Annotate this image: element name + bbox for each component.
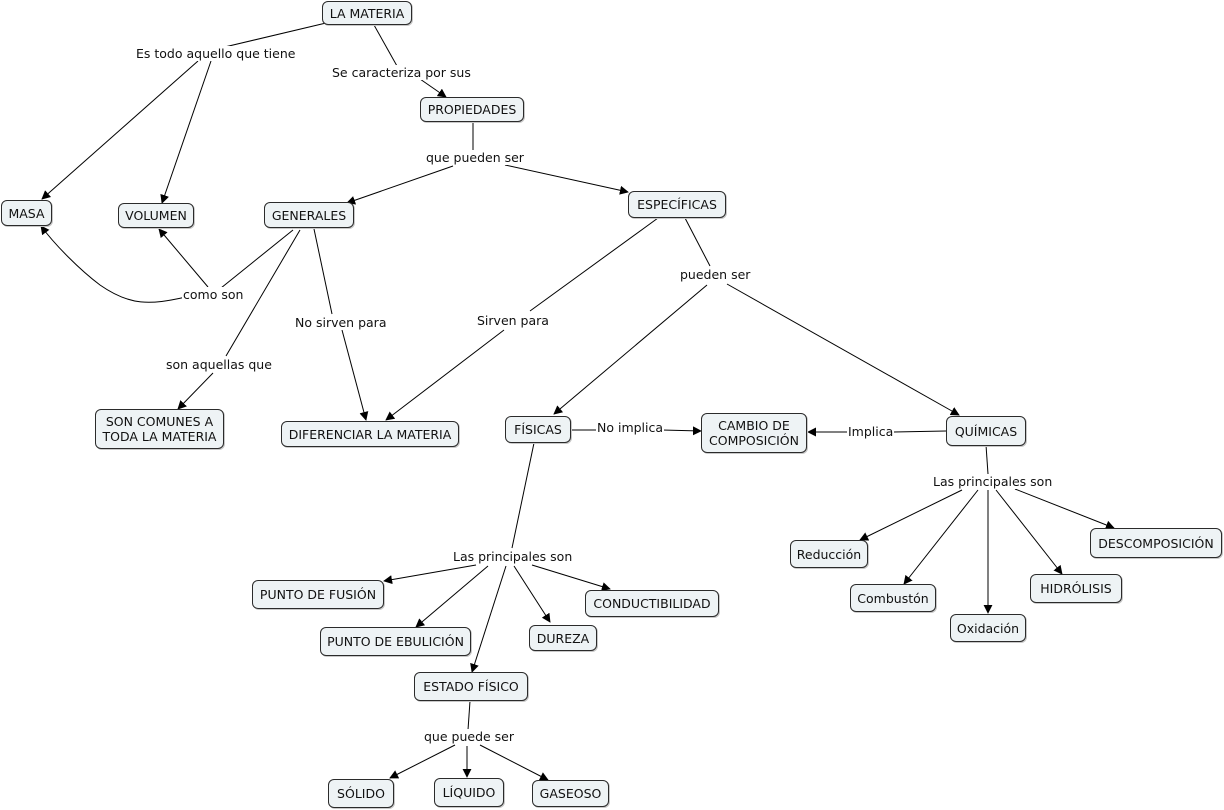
node-oxidacion[interactable]: Oxidación [950, 614, 1026, 642]
edge [313, 228, 333, 315]
edge [553, 284, 708, 415]
edge [995, 489, 1063, 575]
node-cambio-composicion[interactable]: CAMBIO DE COMPOSICIÓN [701, 413, 807, 453]
link-es-todo: Es todo aquello que tiene [135, 46, 297, 61]
link-pueden-ser: pueden ser [679, 267, 752, 282]
edge [220, 229, 294, 289]
node-hidrolisis[interactable]: HIDRÓLISIS [1030, 574, 1122, 603]
node-descomposicion[interactable]: DESCOMPOSICIÓN [1090, 528, 1222, 558]
node-propiedades[interactable]: PROPIEDADES [420, 97, 524, 122]
edge [158, 228, 209, 288]
edge [903, 489, 979, 585]
node-diferenciar[interactable]: DIFERENCIAR LA MATERIA [281, 421, 459, 447]
node-estado-fisico[interactable]: ESTADO FÍSICO [414, 672, 528, 701]
edge [531, 564, 611, 591]
node-fisicas[interactable]: FÍSICAS [505, 416, 571, 443]
edge [511, 442, 535, 549]
edge [385, 329, 505, 421]
edge [177, 372, 214, 410]
edge [479, 744, 549, 781]
node-son-comunes[interactable]: SON COMUNES A TODA LA MATERIA [95, 409, 224, 449]
edge [346, 165, 454, 205]
edge [383, 564, 477, 585]
edge [513, 565, 551, 623]
link-principales-quimicas: Las principales son [932, 474, 1054, 489]
edge [467, 700, 471, 731]
edge [893, 430, 947, 433]
link-sirven: Sirven para [476, 313, 550, 328]
node-reduccion[interactable]: Reducción [790, 540, 868, 568]
edge [529, 217, 659, 312]
edge [661, 426, 702, 436]
link-son-aquellas: son aquellas que [165, 357, 273, 372]
node-masa[interactable]: MASA [1, 200, 52, 226]
edge [211, 22, 327, 51]
node-especificas[interactable]: ESPECÍFICAS [628, 191, 726, 218]
edge [1014, 488, 1115, 530]
node-solido[interactable]: SÓLIDO [328, 779, 394, 808]
node-dureza[interactable]: DUREZA [529, 625, 597, 651]
edge [985, 444, 989, 475]
link-que-puede-ser: que puede ser [423, 729, 516, 744]
edge [389, 744, 456, 779]
node-combuston[interactable]: Combustón [850, 584, 936, 612]
edge [225, 229, 301, 357]
link-no-implica: No implica [596, 420, 665, 435]
link-principales-fisicas: Las principales son [452, 549, 574, 564]
node-la-materia[interactable]: LA MATERIA [322, 1, 412, 25]
link-como-son: como son [182, 287, 245, 302]
link-se-caracteriza: Se caracteriza por sus [331, 65, 472, 80]
link-no-sirven: No sirven para [294, 315, 388, 330]
edge [859, 489, 963, 541]
link-que-pueden-ser: que pueden ser [425, 150, 525, 165]
edge [470, 565, 507, 673]
node-punto-fusion[interactable]: PUNTO DE FUSIÓN [252, 580, 384, 609]
edge [160, 60, 212, 204]
edge [504, 164, 629, 195]
edge [726, 283, 960, 416]
edge [419, 78, 447, 98]
edge [41, 60, 199, 200]
edge [684, 217, 711, 267]
node-volumen[interactable]: VOLUMEN [118, 203, 194, 228]
edge [415, 565, 489, 628]
link-implica: Implica [847, 424, 895, 439]
node-punto-ebulicion[interactable]: PUNTO DE EBULICIÓN [320, 627, 471, 656]
node-liquido[interactable]: LÍQUIDO [434, 778, 504, 807]
edge [341, 329, 369, 421]
node-generales[interactable]: GENERALES [264, 202, 354, 228]
node-conductibilidad[interactable]: CONDUCTIBILIDAD [585, 590, 719, 617]
node-quimicas[interactable]: QUÍMICAS [946, 416, 1026, 446]
edge [40, 225, 187, 303]
edge [373, 24, 398, 67]
node-gaseoso[interactable]: GASEOSO [532, 780, 609, 807]
